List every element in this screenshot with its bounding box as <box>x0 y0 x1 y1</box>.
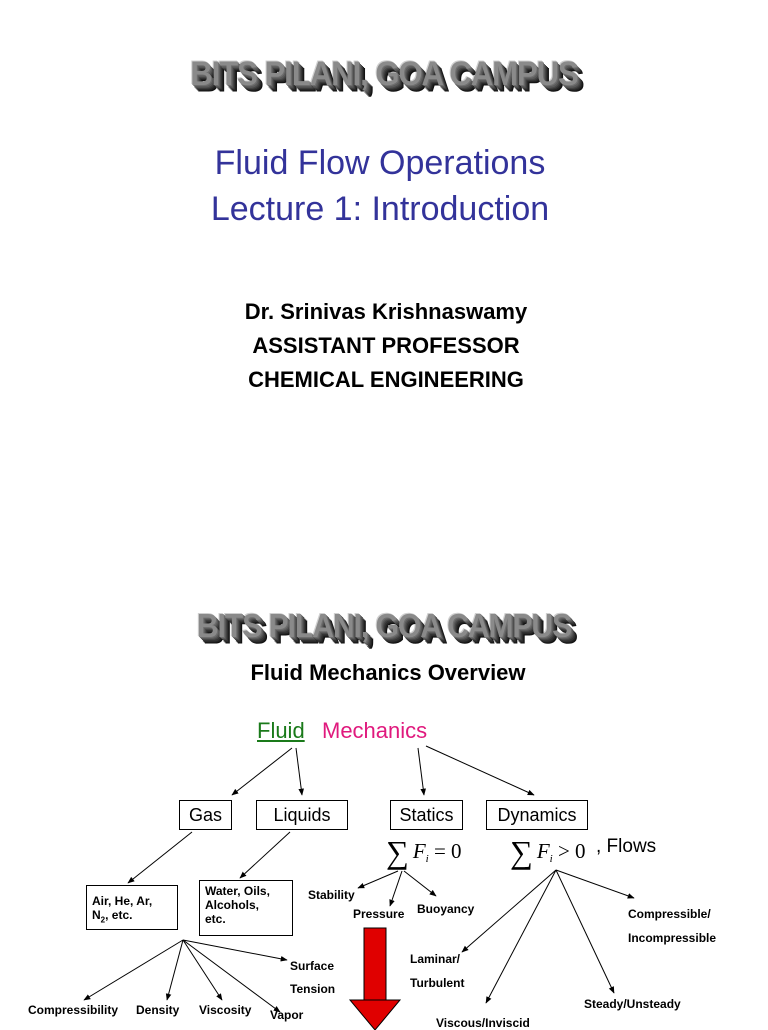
node-statics: Statics <box>390 800 463 830</box>
arrow-liq-surface <box>182 939 288 962</box>
campus-banner: BITS PILANI, GOA CAMPUS <box>190 54 578 93</box>
big-red-arrow-icon <box>348 927 402 1030</box>
label-compressible: Compressible/ <box>628 907 711 921</box>
arrow-dyn-compressible <box>555 869 635 899</box>
label-pressure: Pressure <box>353 907 405 921</box>
statics-equation: ∑Fi = 0 <box>386 834 462 870</box>
label-buoyancy: Buoyancy <box>417 902 475 916</box>
campus-banner-2: BITS PILANI, GOA CAMPUS <box>196 608 572 645</box>
arrow-statics-buoyancy <box>403 870 437 897</box>
arrow-liq-viscosity <box>182 939 223 1001</box>
arrow-statics-pressure <box>389 870 403 907</box>
overview-title: Fluid Mechanics Overview <box>250 660 526 685</box>
node-dynamics-label: Dynamics <box>497 804 577 825</box>
flows-label: , Flows <box>596 836 657 857</box>
arrow-liq-density <box>165 939 184 1001</box>
label-laminar: Laminar/ <box>410 952 461 966</box>
node-gas-label: Gas <box>188 804 222 825</box>
lecture-title: Lecture 1: Introduction <box>210 190 550 228</box>
label-density: Density <box>136 1003 180 1017</box>
label-stability: Stability <box>308 888 355 902</box>
arrow-mech-liquids <box>295 747 304 796</box>
label-viscosity: Viscosity <box>199 1003 252 1017</box>
arrow-liquids-examples <box>239 831 291 879</box>
node-liquids-label: Liquids <box>273 804 331 825</box>
arrow-mech-gas <box>231 747 293 796</box>
dynamics-equation: ∑Fi > 0 <box>510 834 586 870</box>
node-gas-examples: Air, He, Ar, N2, etc. <box>86 885 178 930</box>
arrow-statics-stability <box>357 870 399 889</box>
label-incompressible: Incompressible <box>628 931 717 945</box>
arrow-gas-examples <box>127 831 193 884</box>
author-position: ASSISTANT PROFESSOR <box>252 333 520 358</box>
arrow-mech-dynamics <box>425 745 535 796</box>
label-tension: Tension <box>290 982 336 996</box>
label-turbulent: Turbulent <box>410 976 465 990</box>
node-gas: Gas <box>179 800 232 830</box>
root-fluid: Fluid <box>257 718 305 743</box>
arrow-liq-compressibility <box>83 939 184 1001</box>
author-name: Dr. Srinivas Krishnaswamy <box>244 299 528 324</box>
arrow-dyn-viscous <box>485 869 557 1004</box>
arrow-mech-statics <box>417 747 426 796</box>
label-steady-unsteady: Steady/Unsteady <box>584 997 681 1011</box>
node-liquid-examples: Water, Oils, Alcohols, etc. <box>199 880 293 936</box>
course-title: Fluid Flow Operations <box>214 144 546 182</box>
arrow-dyn-steady <box>555 869 615 994</box>
label-surface: Surface <box>290 959 335 973</box>
root-mechanics: Mechanics <box>322 718 428 743</box>
node-dynamics: Dynamics <box>486 800 588 830</box>
label-viscous-inviscid: Viscous/Inviscid <box>436 1016 530 1030</box>
node-liquids: Liquids <box>256 800 348 830</box>
arrow-liq-vapor <box>182 939 281 1013</box>
arrow-dyn-laminar <box>461 869 557 953</box>
author-department: CHEMICAL ENGINEERING <box>248 367 524 392</box>
label-vapor: Vapor <box>270 1008 304 1022</box>
label-compressibility: Compressibility <box>28 1003 119 1017</box>
node-statics-label: Statics <box>399 804 454 825</box>
